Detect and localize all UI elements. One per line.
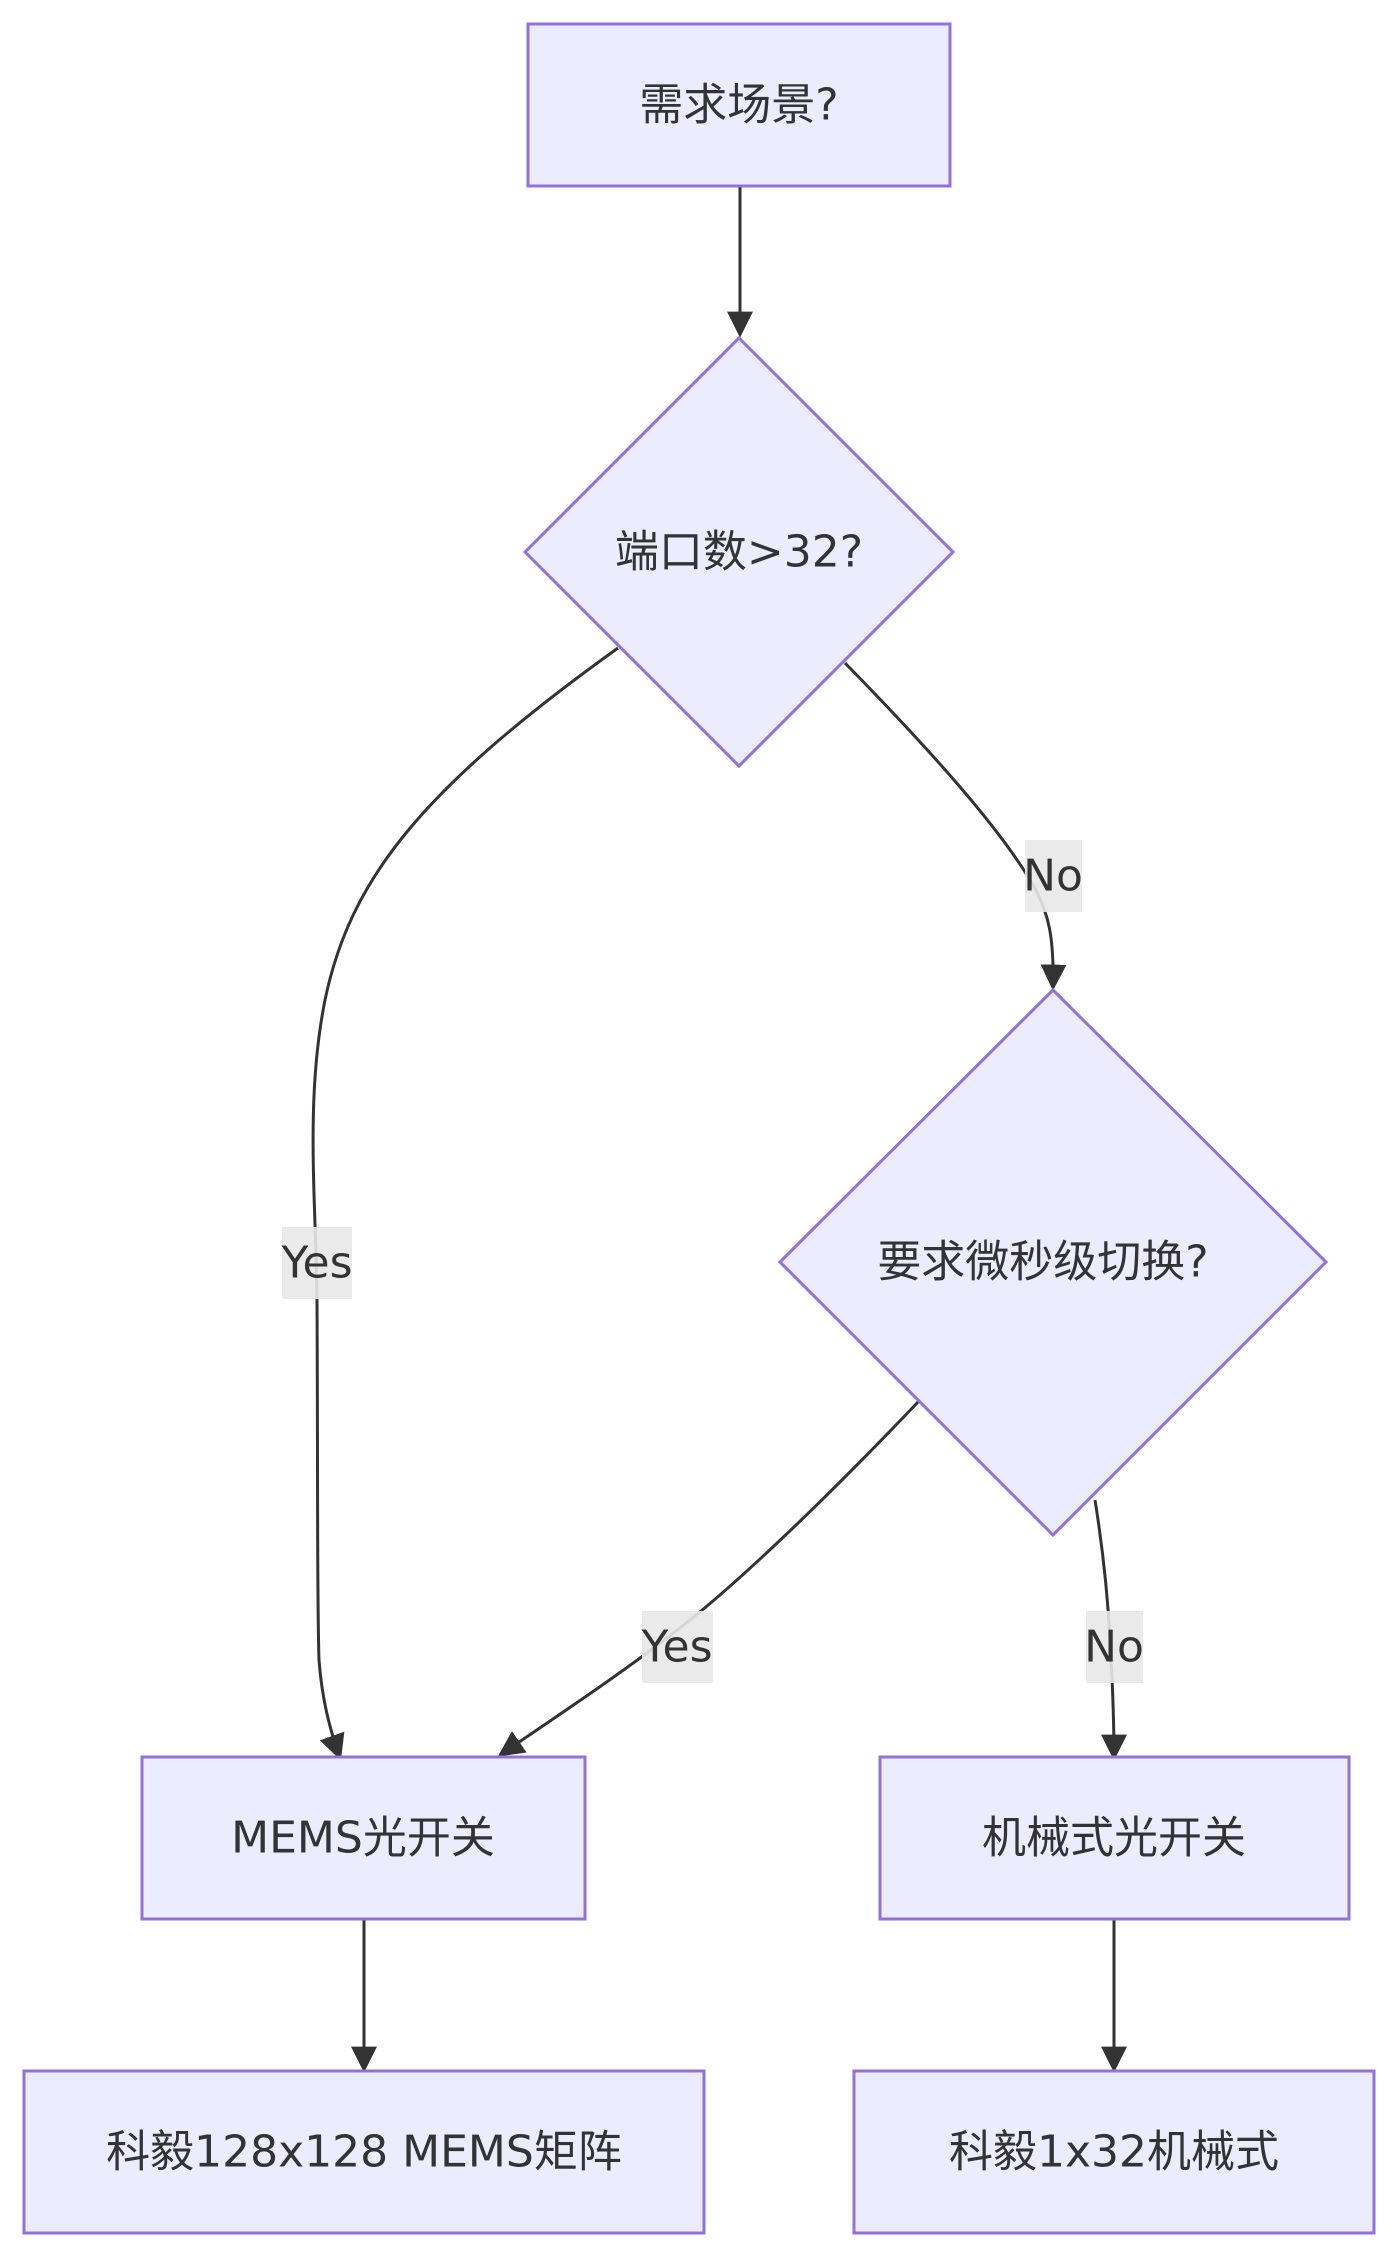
edge-label-ports-no-text: No — [1023, 851, 1083, 902]
node-start: 需求场景? — [526, 22, 952, 188]
nodes: 需求场景? 端口数>32? 要求微秒级切换? MEMS光开关 机械式光开关 科毅… — [22, 22, 1376, 2235]
edge-label-speed-no: No — [1084, 1611, 1144, 1683]
edge-label-speed-no-text: No — [1084, 1622, 1144, 1673]
node-mech-label: 机械式光开关 — [982, 1813, 1246, 1864]
node-ports-decision: 端口数>32? — [522, 335, 956, 769]
edge-label-ports-no: No — [1023, 840, 1083, 912]
node-mech-product: 科毅1x32机械式 — [852, 2069, 1376, 2235]
edge-ports-yes-to-mems — [311, 646, 619, 1761]
node-start-label: 需求场景? — [639, 80, 838, 131]
node-mems-label: MEMS光开关 — [231, 1813, 495, 1864]
node-mems: MEMS光开关 — [140, 1755, 587, 1921]
edge-label-ports-yes-text: Yes — [280, 1238, 352, 1289]
node-speed-decision: 要求微秒级切换? — [777, 987, 1329, 1538]
edge-ports-no-to-speed — [843, 661, 1067, 991]
node-ports-label: 端口数>32? — [615, 527, 863, 578]
edge-label-speed-yes-text: Yes — [640, 1622, 712, 1673]
node-mech-product-label: 科毅1x32机械式 — [949, 2127, 1279, 2178]
node-mems-product-label: 科毅128x128 MEMS矩阵 — [106, 2127, 622, 2178]
edge-labels: Yes No Yes No — [280, 840, 1144, 1683]
edge-label-speed-yes: Yes — [640, 1611, 713, 1683]
edge-label-ports-yes: Yes — [280, 1227, 353, 1299]
node-speed-label: 要求微秒级切换? — [877, 1237, 1208, 1288]
node-mech: 机械式光开关 — [878, 1755, 1351, 1921]
node-mems-product: 科毅128x128 MEMS矩阵 — [22, 2069, 706, 2235]
edge-speed-yes-to-mems — [497, 1400, 920, 1757]
